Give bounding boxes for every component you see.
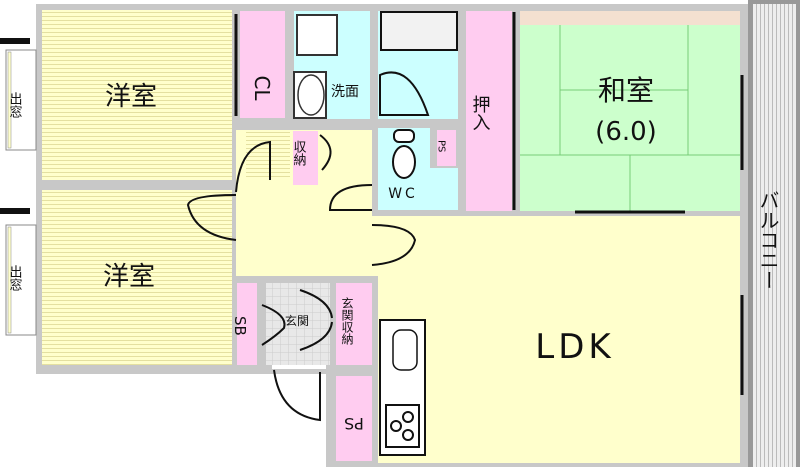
ldk: LDK: [370, 216, 744, 463]
entrance-storage-label: 玄関収納: [340, 296, 354, 345]
closet: CL: [234, 11, 285, 118]
washroom: 洗面: [293, 11, 370, 119]
toilet-icon: [392, 145, 416, 179]
entrance-storage: 玄関収納: [336, 283, 372, 365]
washroom-label: 洗面: [331, 84, 359, 100]
ps-bottom: PS: [336, 376, 372, 461]
wc-label: WC: [388, 186, 418, 202]
western-room-2: 洋室: [42, 190, 232, 365]
shoe-box-label: SB: [231, 316, 249, 336]
kitchen-counter: [379, 319, 426, 456]
oshiire-closet: 押入: [466, 11, 516, 211]
entrance: 玄関: [261, 283, 333, 365]
shoe-box: SB: [231, 283, 257, 365]
western-room-2-label: 洋室: [103, 262, 155, 292]
bay-window-2-label: 出窓: [7, 265, 23, 291]
western-room-1: 洋室: [42, 10, 232, 180]
balcony: バルコニー: [748, 0, 800, 467]
entry-door[interactable]: [273, 369, 321, 422]
bathroom: [378, 11, 458, 119]
bay-window-1: 出窓: [0, 38, 37, 151]
bay-window-1-label: 出窓: [7, 92, 23, 118]
ldk-label: LDK: [535, 327, 614, 367]
oshiire-label: 押入: [470, 95, 491, 131]
bay-window-2: 出窓: [0, 208, 37, 336]
japanese-room-label: 和室: [598, 74, 654, 107]
ps-bottom-label: PS: [344, 414, 364, 433]
kitchen-sink-icon: [392, 329, 418, 371]
ps-top: [437, 130, 456, 166]
closet-label: CL: [250, 75, 274, 101]
bath-door: [379, 71, 430, 116]
balcony-label: バルコニー: [756, 190, 780, 290]
ps-top-label: PS: [436, 140, 447, 152]
japanese-room-size: (6.0): [595, 117, 657, 147]
hall-storage: 収納: [291, 131, 318, 185]
interior-doors: [186, 134, 417, 266]
bathtub-icon: [380, 11, 458, 51]
hall-storage-label: 収納: [291, 140, 307, 167]
washing-machine-icon: [296, 14, 338, 56]
wc: PS WC: [378, 128, 458, 210]
western-room-1-label: 洋室: [105, 82, 157, 112]
japanese-room: 和室 (6.0): [520, 11, 744, 214]
entrance-label: 玄関: [285, 313, 309, 328]
